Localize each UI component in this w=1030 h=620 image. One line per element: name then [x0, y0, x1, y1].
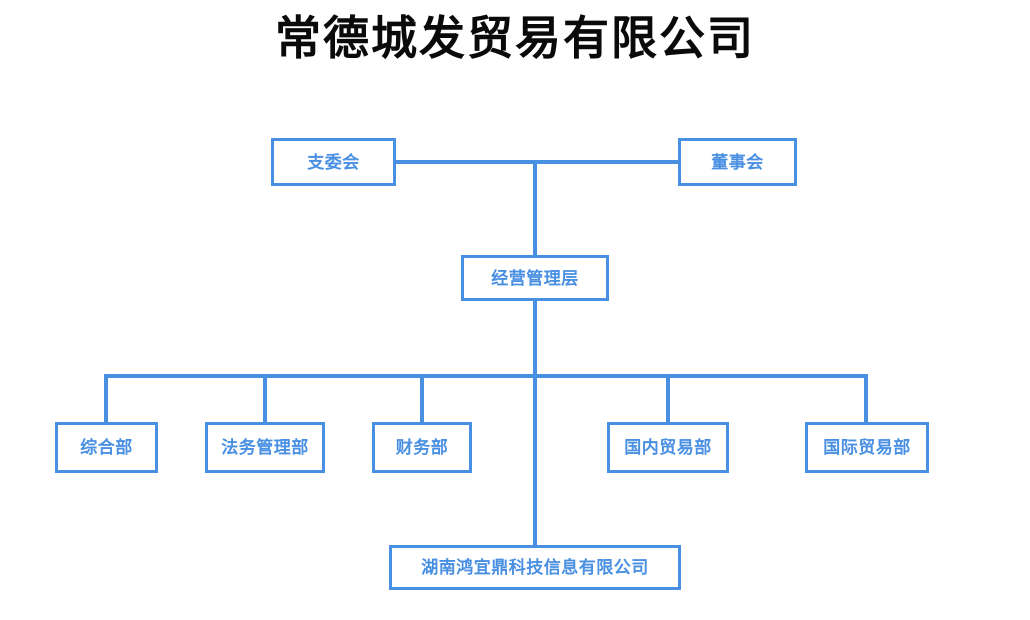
node-label-legal-affairs-dept: 法务管理部 — [221, 438, 309, 457]
node-domestic-trade-dept[interactable]: 国内贸易部 — [607, 422, 729, 473]
node-label-finance-dept: 财务部 — [395, 438, 449, 457]
node-finance-dept[interactable]: 财务部 — [372, 422, 472, 473]
node-subsidiary-company[interactable]: 湖南鸿宜鼎科技信息有限公司 — [389, 545, 681, 590]
node-party-committee[interactable]: 支委会 — [271, 138, 396, 186]
node-label-subsidiary-company: 湖南鸿宜鼎科技信息有限公司 — [421, 558, 649, 577]
node-label-board-of-directors: 董事会 — [711, 152, 764, 172]
node-label-management-layer: 经营管理层 — [491, 268, 579, 288]
node-label-international-trade-dept: 国际贸易部 — [823, 438, 911, 457]
node-legal-affairs-dept[interactable]: 法务管理部 — [205, 422, 325, 473]
node-international-trade-dept[interactable]: 国际贸易部 — [805, 422, 929, 473]
node-general-affairs-dept[interactable]: 综合部 — [55, 422, 158, 473]
node-label-domestic-trade-dept: 国内贸易部 — [624, 438, 712, 457]
node-label-party-committee: 支委会 — [307, 152, 360, 172]
node-label-general-affairs-dept: 综合部 — [80, 438, 133, 457]
node-management-layer[interactable]: 经营管理层 — [461, 255, 609, 301]
node-board-of-directors[interactable]: 董事会 — [678, 138, 797, 186]
page-title: 常德城发贸易有限公司 — [275, 13, 755, 64]
